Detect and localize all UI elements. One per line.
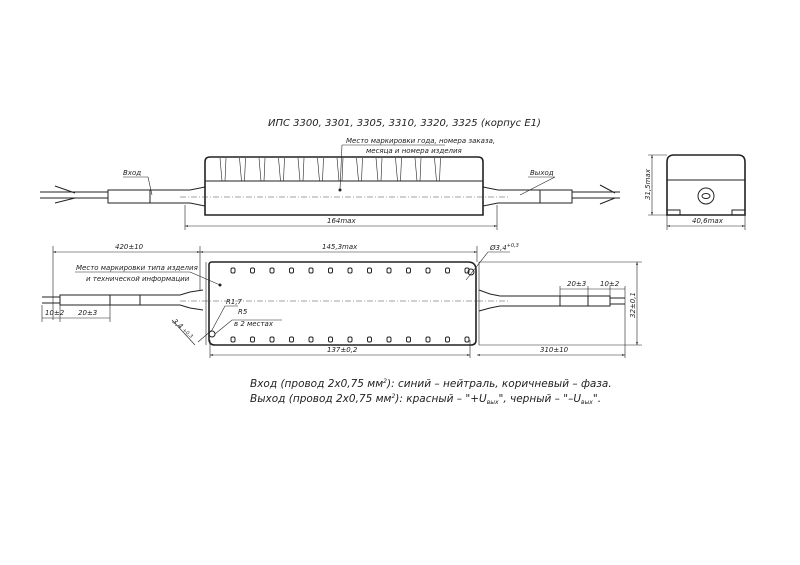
fin [297,157,305,182]
note-output: Выход (провод 2x0,75 мм2): красный – "+U… [250,393,601,406]
vent-slot [445,336,450,343]
top-marking-note-1: Место маркировки года, номера заказа, [346,137,495,145]
vent-slot [308,336,314,343]
end-width-dim: 40,6max [692,217,724,225]
vent-slot [230,336,236,343]
body-length-dim: 145,3max [322,243,358,251]
vent-slot [406,336,411,343]
vent-slot [269,336,275,343]
fin [356,157,363,182]
strip-right-1: 20±3 [567,280,586,288]
vent-slot [367,267,372,274]
bottom-view: 420±10 145,3max Ø3,4+0,3 Место маркировк… [41,243,642,358]
vent-slot [367,336,372,343]
radius-1: R1,7 [226,298,243,306]
bottom-width-dim: 32±0,1 [629,292,637,318]
vent-slot [328,267,333,274]
fin [258,157,266,182]
vent-slot [289,267,294,274]
vent-slot [250,336,255,343]
vent-slot [230,267,236,274]
end-view: 31,5max 40,6max [644,154,746,230]
slot-dim: 3,4+0,3 [171,317,196,339]
fin [219,157,227,182]
bottom-marking-note-1: Место маркировки типа изделия [76,264,198,272]
fin [434,157,441,182]
cable-left-dim: 420±10 [115,243,144,251]
fin [395,157,402,182]
hole-dim: Ø3,4+0,3 [489,243,519,252]
vent-slot [269,267,275,274]
drawing-title: ИПС 3300, 3301, 3305, 3310, 3320, 3325 (… [268,118,541,129]
vent-slot [347,336,353,343]
fin [278,157,285,182]
fin [375,157,383,182]
vent-slot [464,336,470,343]
vent-slot [386,336,392,343]
vent-slot [289,336,294,343]
fin [317,157,324,182]
vent-slot [308,267,314,274]
top-marking-note-2: месяца и номера изделия [366,147,462,155]
vent-slot [425,336,431,343]
strip-right-2: 10±2 [600,280,620,288]
radius-2: R5 [238,308,248,316]
length-dim: 164max [327,217,356,225]
vent-slot [425,267,431,274]
vent-slot [445,267,450,274]
strip-left-2: 20±3 [78,309,97,317]
radius-note: в 2 местах [234,320,274,328]
output-label: Выход [530,169,554,177]
vent-slot [250,267,255,274]
vent-slot [464,267,470,274]
vent-slot [328,336,333,343]
vent-slot [347,267,353,274]
input-label: Вход [123,169,141,177]
vent-slot [406,267,411,274]
vent-slot [386,267,392,274]
cable-right-dim: 310±10 [540,346,569,354]
fin [336,157,344,182]
fin [239,157,246,182]
mount-dim: 137±0,2 [327,346,358,354]
strip-left-1: 10±2 [45,309,65,317]
bottom-marking-note-2: и технической информации [86,275,190,283]
top-view: Вход Выход Место маркировки года, номера… [40,137,620,230]
note-input: Вход (провод 2x0,75 мм2): синий – нейтра… [250,378,612,390]
end-height-dim: 31,5max [644,168,652,200]
fin [414,157,422,182]
